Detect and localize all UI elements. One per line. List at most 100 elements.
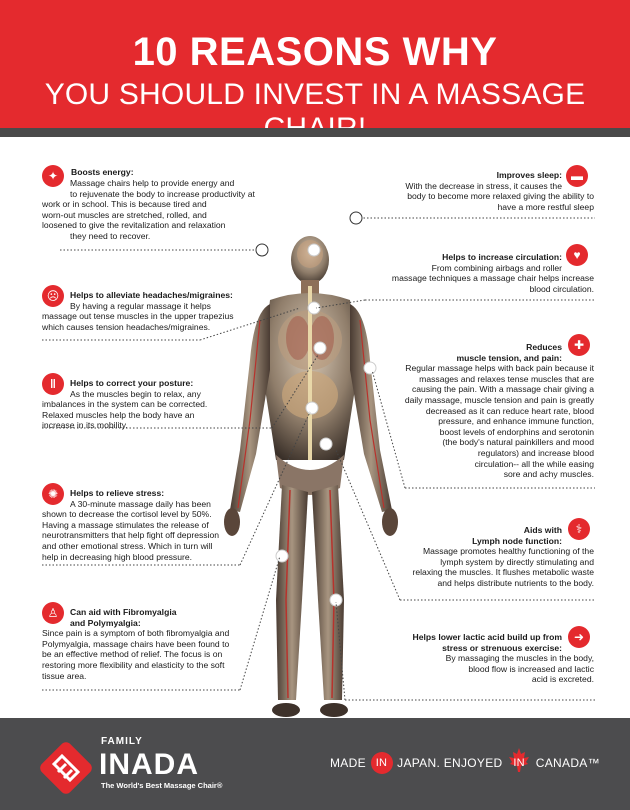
section-headache-line: massage out tense muscles in the upper t… (42, 311, 234, 322)
section-fibro: Can aid with Fibromyalgia and Polymyalgi… (42, 607, 287, 681)
section-stress-title: Helps to relieve stress: (70, 488, 165, 498)
section-stress-line: Having a massage stimulates the release … (42, 519, 209, 530)
section-tension-title: Reduces (526, 342, 562, 352)
section-energy-body: Massage chairs help to provide energy an… (42, 178, 282, 242)
section-lymph-line: lymph system by directly stimulating and (440, 556, 594, 567)
section-lactic-title: Helps lower lactic acid build up from (412, 632, 562, 642)
section-headache-title: Helps to alleviate headaches/migraines: (70, 290, 233, 300)
section-stress-line: A 30-minute massage daily has been (70, 498, 211, 509)
page-subtitle: YOU SHOULD INVEST IN A MASSAGE CHAIR! (44, 78, 586, 145)
section-lymph-line: relaxing the muscles. It flushes metabol… (412, 567, 594, 578)
section-energy-line: loosened to give the revitalization and … (42, 220, 226, 231)
section-stress-line: help in decreasing high blood pressure. (42, 551, 193, 562)
section-stress-line: neurotransmitters that help fight off de… (42, 530, 220, 541)
section-fibro-line: be an effective method of relief. The fo… (42, 649, 223, 660)
section-lactic-line: blood flow is increased and lactic (468, 663, 594, 674)
section-tension-line: regulators) and increase blood (477, 447, 594, 458)
section-lactic-line: By massaging the muscles in the body, (445, 653, 594, 664)
runner-icon: ➜ (568, 626, 590, 648)
section-lymph-line: Massage promotes healthy functioning of … (422, 546, 594, 557)
section-tension-line: circulation-- all the while easing (474, 458, 594, 469)
section-headache: Helps to alleviate headaches/migraines: … (42, 290, 282, 332)
person-cheering-icon: ✦ (42, 165, 64, 187)
section-fibro-line: tissue area. (42, 670, 87, 681)
section-posture-title: Helps to correct your posture: (70, 378, 194, 388)
section-posture-line: As the muscles begin to relax, any (70, 388, 201, 399)
section-energy-line: to rejuvenate the body to increase produ… (70, 188, 255, 199)
section-fibro-title: Can aid with Fibromyalgia (70, 607, 177, 617)
human-anatomy-illustration (224, 236, 398, 717)
section-energy-line: Massage chairs help to provide energy an… (70, 178, 235, 188)
section-tension-line: boost levels of endorphins and serotonin (439, 426, 594, 437)
section-lymph-title: Aids with (523, 525, 562, 535)
section-tension-line: (the body's natural painkillers and mood (442, 437, 594, 448)
spine-icon: ‖ (42, 373, 64, 395)
section-lymph: Aids with Lymph node function: Massage p… (350, 525, 594, 589)
lymph-node-icon: ⚕ (568, 518, 590, 540)
section-tension-line: pressure, and enhance immune function, (438, 416, 594, 427)
section-headache-line: By having a regular massage it helps (70, 300, 211, 311)
section-posture: Helps to correct your posture: As the mu… (42, 378, 282, 431)
section-energy-line: work or in school. This is because tired… (42, 199, 207, 210)
section-tension-line: decreased as it can reduce heart rate, b… (425, 405, 594, 416)
section-tension-line: daily massage, muscle tension and pain i… (404, 394, 594, 405)
section-lactic-title: stress or strenuous exercise: (442, 642, 562, 653)
brand-family-label: FAMILY (101, 736, 143, 747)
brand-name: INADA (99, 748, 199, 781)
section-lymph-line: and helps distribute nutrients to the bo… (437, 577, 594, 588)
section-tension: Reduces muscle tension, and pain: Regula… (350, 342, 594, 480)
section-tension-title: muscle tension, and pain: (456, 352, 562, 363)
section-fibro-line: Since pain is a symptom of both fibromya… (42, 628, 230, 639)
head-pain-icon: ☹ (42, 285, 64, 307)
section-sleep-line: With the decrease in stress, it causes t… (405, 180, 562, 191)
slogan-canada: CANADA™ (535, 756, 600, 770)
section-energy-line: they need to recover. (70, 230, 151, 241)
slogan-japan-enjoyed: JAPAN. ENJOYED (397, 756, 503, 770)
section-posture-line: imbalances in the system can be correcte… (42, 399, 208, 410)
section-tension-line: massages and relaxes tense muscles that … (419, 373, 594, 384)
inada-logo-icon (40, 742, 92, 794)
section-stress-line: and other emotional stress. Which in tur… (42, 540, 213, 551)
section-stress-line: shown to decrease the cortisol level by … (42, 509, 212, 520)
section-fibro-title: and Polymyalgia: (70, 617, 141, 628)
section-circulation-title: Helps to increase circulation: (442, 252, 562, 262)
section-energy: Boosts energy: (71, 167, 271, 178)
back-pain-icon: ✚ (568, 334, 590, 356)
header-banner: 10 REASONS WHY YOU SHOULD INVEST IN A MA… (0, 0, 630, 145)
section-tension-line: causing the pain. With a massage chair g… (411, 384, 594, 395)
section-lactic-line: acid is excreted. (531, 674, 594, 685)
section-fibro-line: Polymyalgia, massage chairs have been fo… (42, 638, 230, 649)
bed-icon: ▬ (566, 165, 588, 187)
slogan-in-leaf: IN (513, 757, 525, 769)
maple-leaf-icon: IN (507, 748, 531, 774)
section-stress: Helps to relieve stress: A 30-minute mas… (42, 488, 287, 562)
page-title: 10 REASONS WHY (132, 30, 498, 74)
made-in-japan-slogan: MADE IN JAPAN. ENJOYED IN CANADA™ (330, 748, 600, 774)
header-divider (0, 128, 630, 137)
slogan-made: MADE (330, 756, 366, 770)
section-circulation-line: From combining airbags and roller (431, 262, 562, 273)
section-fibro-line: restoring more flexibility and elasticit… (42, 659, 225, 670)
section-posture-line: increase in its mobility. (42, 420, 128, 431)
section-sleep-line: have a more restful sleep (497, 201, 595, 212)
section-sleep-line: body to become more relaxed giving the a… (407, 191, 594, 202)
section-sleep-title: Improves sleep: (496, 170, 562, 180)
section-circulation-line: massage techniques a massage chair helps… (391, 273, 594, 284)
brand-tagline: The World's Best Massage Chair® (101, 781, 223, 790)
stressed-head-icon: ✺ (42, 483, 64, 505)
section-circulation: Helps to increase circulation: From comb… (350, 252, 594, 294)
heart-icon: ♥ (566, 244, 588, 266)
person-standing-icon: ♙ (42, 602, 64, 624)
section-lactic: Helps lower lactic acid build up from st… (350, 632, 594, 685)
section-lymph-title: Lymph node function: (472, 535, 562, 546)
section-energy-title: Boosts energy: (71, 167, 134, 177)
section-posture-line: Relaxed muscles help the body have an (42, 409, 195, 420)
section-tension-line: sore and achy muscles. (503, 469, 594, 480)
section-energy-line: worn-out muscles are stretched, rolled, … (42, 209, 207, 220)
section-sleep: Improves sleep: With the decrease in str… (350, 170, 594, 212)
section-headache-line: which causes tension headaches/migraines… (42, 321, 211, 332)
section-circulation-line: blood circulation. (529, 283, 595, 294)
section-tension-line: Regular massage helps with back pain bec… (405, 363, 594, 374)
slogan-in-circle: IN (370, 752, 393, 774)
